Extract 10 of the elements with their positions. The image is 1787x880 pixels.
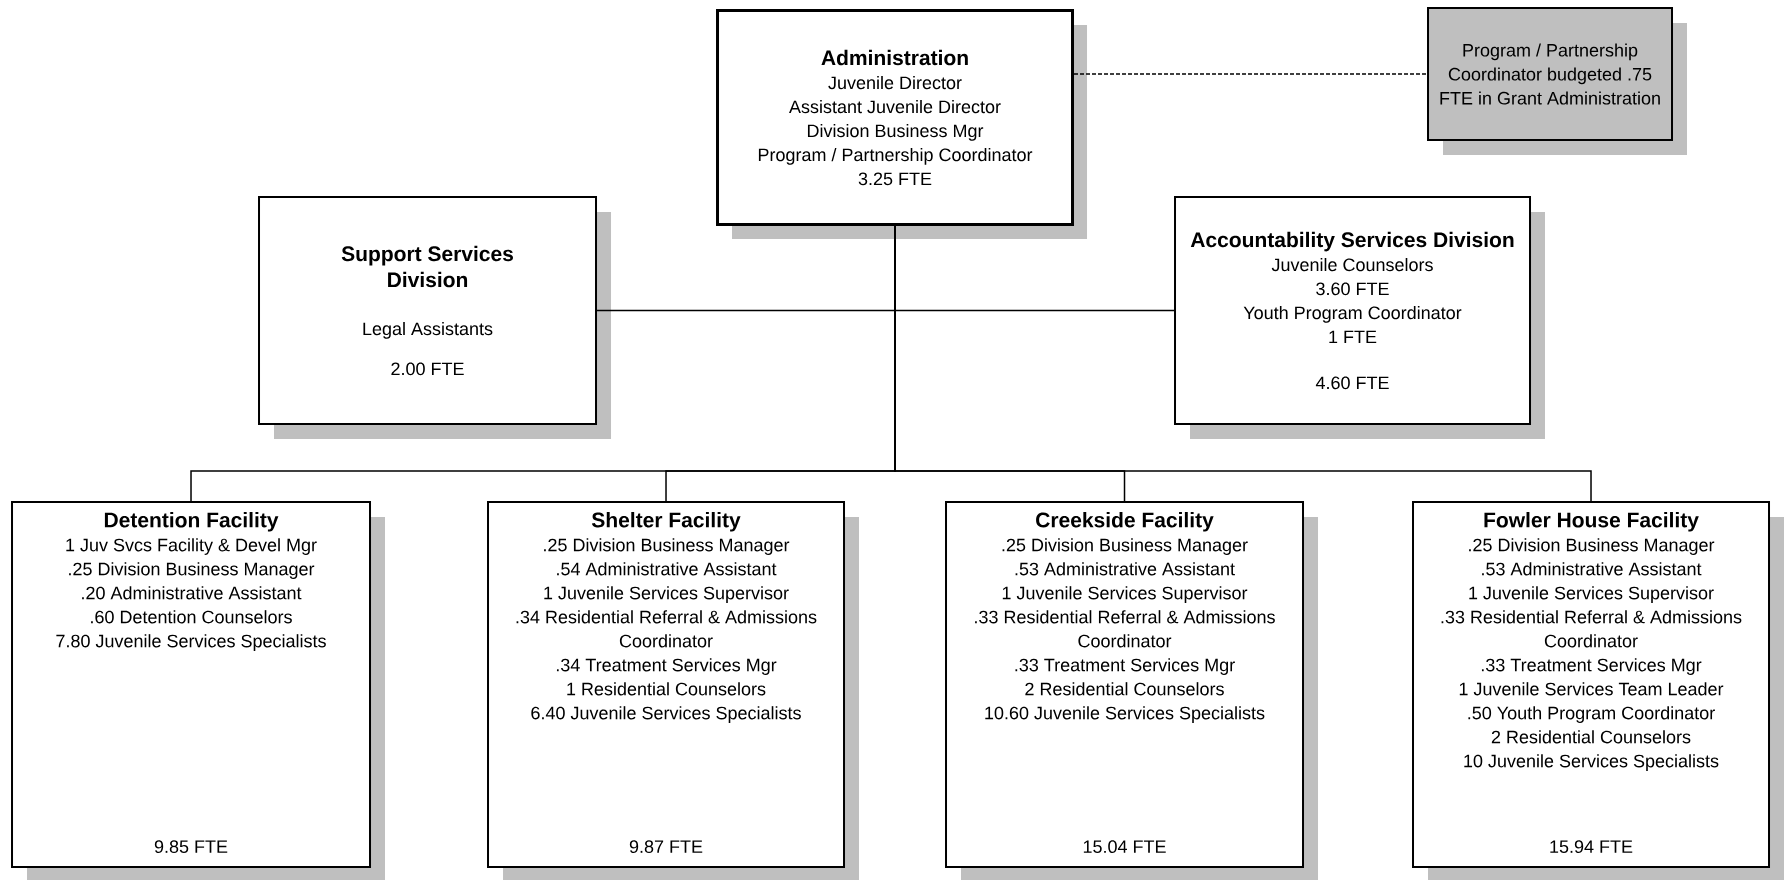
org-box: Administration Juvenile Director Assistant Juvenile Director Division Business Mgr Program / Partnership Coordinator 3.25 FTE [716,9,1087,239]
org-box: Fowler House Facility .25 Division Business Manager .53 Administrative Assistant 1 Juvenile Services Supervisor .33 Residential Referral & Admissions Coordinator .33 Treatment Services Mgr 1 Juvenile Services Team Leader .50 Youth Program Coordinator 2 Residential Counselors 10 Juvenile Services Specialists 15.94 FTE [1412,501,1784,880]
connector-line [894,225,1592,502]
org-box: Support Services Division Legal Assistants 2.00 FTE [258,196,611,439]
note-box: Program / Partnership Coordinator budgeted .75 FTE in Grant Administration [1427,7,1687,155]
org-box: Accountability Services Division Juvenile Counselors 3.60 FTE Youth Program Coordinator 1 FTE 4.60 FTE [1174,196,1545,439]
org-box: Shelter Facility .25 Division Business Manager .54 Administrative Assistant 1 Juvenile Services Supervisor .34 Residential Referral & Admissions Coordinator .34 Treatment Services Mgr 1 Residential Counselors 6.40 Juvenile Services Specialists 9.87 FTE [487,501,859,880]
org-box: Creekside Facility .25 Division Business Manager .53 Administrative Assistant 1 Juvenile Services Supervisor .33 Residential Referral & Admissions Coordinator .33 Treatment Services Mgr 2 Residential Counselors 10.60 Juvenile Services Specialists 15.04 FTE [945,501,1318,880]
dashed-connector [1073,73,1428,75]
org-box: Detention Facility 1 Juv Svcs Facility & Devel Mgr .25 Division Business Manager .20 Administrative Assistant .60 Detention Counselors 7.80 Juvenile Services Specialists 9.85 FTE [11,501,385,880]
